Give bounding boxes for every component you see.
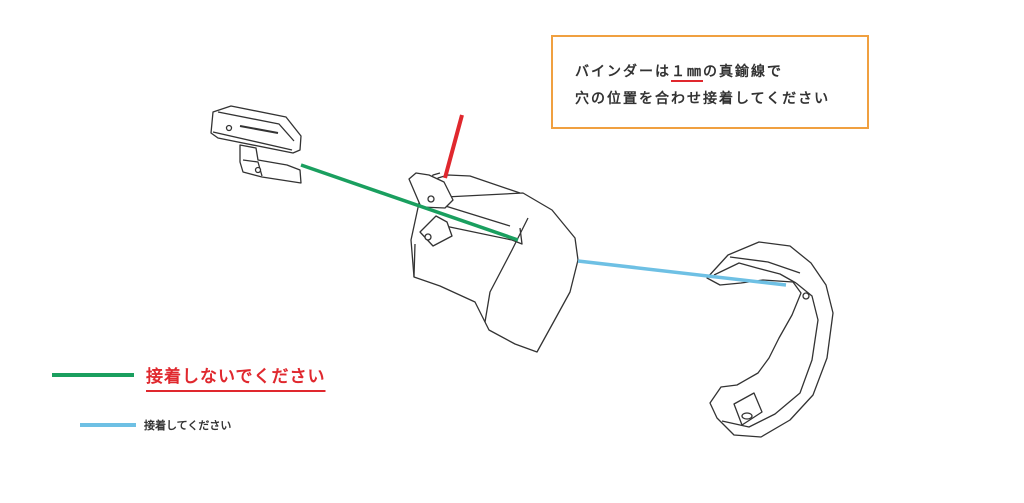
red-pointer-line [443,114,464,179]
legend-glue: 接着してください [80,417,231,433]
small-part [210,105,302,184]
main-body-part [408,172,579,353]
legend-no-glue-label: 接着しないでください [146,367,326,387]
green-guide-line [300,163,519,242]
legend-no-glue: 接着しないでください [52,362,326,387]
note-text-part: バインダーは [575,64,671,80]
wire-size-text: １㎜ [671,64,703,80]
legend-blue-swatch [80,423,136,427]
legend-glue-label: 接着してください [144,419,232,432]
note-text-part: の真鍮線で [703,64,783,80]
blue-guide-line [577,259,787,287]
instruction-note: バインダーは１㎜の真鍮線で 穴の位置を合わせ接着してください [551,35,869,129]
legend-green-swatch [52,372,134,377]
instruction-line-2: 穴の位置を合わせ接着してください [575,91,831,107]
curved-part [706,241,834,438]
instruction-line-1: バインダーは１㎜の真鍮線で [575,61,783,81]
